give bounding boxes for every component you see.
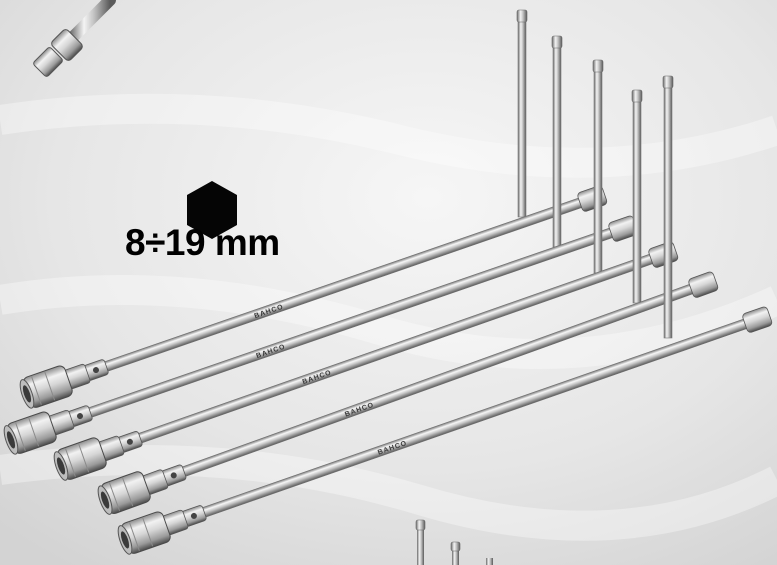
shaft: BAHCO xyxy=(97,271,719,515)
partial-tools-bottom xyxy=(415,519,493,565)
t-bar-tip xyxy=(551,35,563,49)
t-bar xyxy=(593,61,603,274)
t-bar-tip xyxy=(592,59,604,73)
t-bar xyxy=(632,91,642,304)
t-bar xyxy=(517,11,527,218)
joint-pin xyxy=(76,413,83,420)
t-handle-wrench: BAHCO xyxy=(97,89,719,515)
t-bar xyxy=(552,37,562,248)
t-bar xyxy=(663,77,673,339)
size-range-label: 8÷19 mm xyxy=(125,222,280,263)
t-bar-tip xyxy=(662,75,674,89)
t-handle-wrench: BAHCO xyxy=(3,35,639,455)
socket-hex-bore xyxy=(6,431,16,449)
cross-hub xyxy=(688,271,719,298)
joint-pin xyxy=(170,472,177,479)
socket-hex-bore xyxy=(120,531,130,549)
partial-tool-top-left xyxy=(33,0,116,77)
cross-hub xyxy=(742,306,773,333)
t-bar-tip xyxy=(631,89,643,103)
t-bar-tip xyxy=(516,9,528,23)
socket-hex-bore xyxy=(22,385,32,403)
shaft: BAHCO xyxy=(3,215,639,455)
socket-hex-bore xyxy=(100,491,110,509)
joint-pin xyxy=(92,367,99,374)
hexagon-icon xyxy=(187,181,237,239)
joint-pin xyxy=(190,512,197,519)
joint-pin xyxy=(126,438,133,445)
socket-hex-bore xyxy=(56,457,66,475)
background-texture xyxy=(0,93,777,541)
